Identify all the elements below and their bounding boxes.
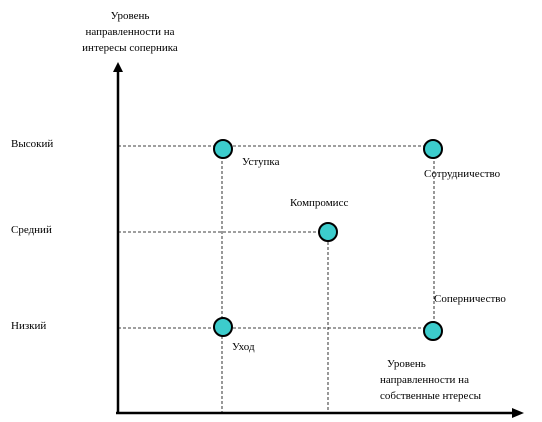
marker-sotrudnichestvo — [423, 139, 443, 159]
marker-ustupka — [213, 139, 233, 159]
label-kompromiss: Компромисс — [290, 197, 348, 209]
y-axis-arrowhead — [113, 62, 123, 72]
x-axis-arrowhead — [512, 408, 524, 418]
label-sotrudnichestvo: Сотрудничество — [424, 168, 501, 180]
label-ustupka: Уступка — [242, 156, 280, 168]
y-axis-title-line-2: направленности на — [86, 26, 175, 38]
marker-kompromiss — [318, 222, 338, 242]
label-sopernichestvo: Соперничество — [434, 293, 506, 305]
x-axis-title-line-2: направленности на — [380, 374, 469, 386]
level-label-high: Высокий — [11, 138, 53, 150]
level-label-low: Низкий — [11, 320, 46, 332]
marker-uhod — [213, 317, 233, 337]
label-uhod: Уход — [232, 341, 255, 353]
y-axis-title-line-1: Уровень — [111, 10, 150, 22]
marker-sopernichestvo — [423, 321, 443, 341]
x-axis-title-line-1: Уровень — [387, 358, 426, 370]
x-axis-title-line-3: собственные нтересы — [380, 390, 482, 402]
level-label-mid: Средний — [11, 224, 52, 236]
y-axis-title-line-3: интересы соперника — [82, 42, 178, 54]
